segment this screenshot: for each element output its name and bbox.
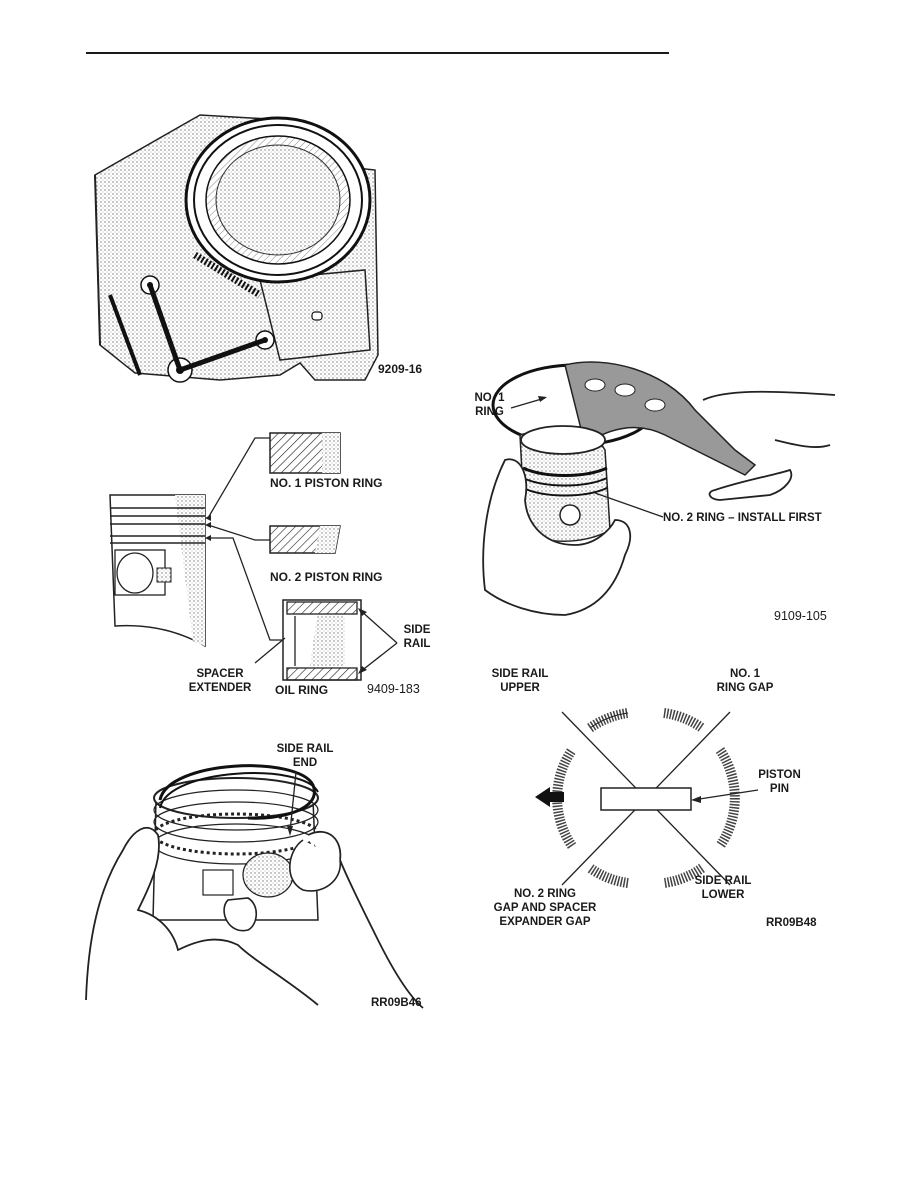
no1-piston-ring-label: NO. 1 PISTON RING: [270, 476, 383, 490]
side-rail-lower-label-line1: SIDE RAIL: [694, 875, 752, 887]
side-rail-end-label-line1: SIDE RAIL: [276, 743, 334, 755]
no2-gap-label-line3: EXPANDER GAP: [499, 916, 591, 928]
piston-ring-profiles-illustration: [109, 432, 398, 681]
figure-side-rail-install: SIDE RAIL END RR09B46: [78, 740, 438, 1010]
side-rail-upper-label-line1: SIDE RAIL: [491, 668, 549, 680]
side-rail-label-line2: RAIL: [403, 638, 431, 650]
side-rail-label-line1: SIDE: [403, 624, 431, 636]
figure-gap-positions: SIDE RAIL UPPER NO. 1 RING GAP PISTON PI…: [480, 660, 820, 935]
figure-ring-compressor: 9209-16: [80, 105, 430, 385]
side-rail-upper-label-line2: UPPER: [500, 682, 540, 694]
figure-code: 9409-183: [367, 682, 420, 696]
ring-compressor-illustration: [94, 114, 379, 383]
no1-ring-label-line1: NO. 1: [474, 392, 505, 404]
no2-piston-ring-label: NO. 2 PISTON RING: [270, 570, 383, 584]
figure-ring-profiles: NO. 1 PISTON RING NO. 2 PISTON RING SIDE…: [105, 428, 445, 703]
ring-gap-positions-diagram: [535, 708, 759, 888]
no1-ring-gap-label-line2: RING GAP: [716, 682, 774, 694]
figure-code: 9209-16: [378, 362, 423, 376]
spacer-extender-label-line1: SPACER: [196, 668, 244, 680]
side-rail-lower-label-line2: LOWER: [701, 889, 745, 901]
no2-ring-install-first-label: NO. 2 RING – INSTALL FIRST: [663, 512, 822, 524]
side-rail-end-label-line2: END: [292, 757, 318, 769]
ring-expander-illustration: [482, 361, 836, 616]
oil-ring-label: OIL RING: [275, 683, 329, 697]
no2-gap-label-line2: GAP AND SPACER: [493, 902, 597, 914]
no2-gap-label-line1: NO. 2 RING: [514, 888, 576, 900]
side-rail-install-illustration: [85, 764, 424, 1009]
piston-pin-label-line2: PIN: [769, 783, 790, 795]
figure-code: RR09B46: [371, 997, 422, 1009]
figure-code: 9109-105: [774, 609, 827, 623]
header-rule: [86, 52, 669, 54]
piston-pin-label-line1: PISTON: [758, 769, 801, 781]
figure-ring-expander: NO. 1 RING NO. 2 RING – INSTALL FIRST 91…: [465, 350, 845, 630]
figure-code: RR09B48: [766, 917, 817, 929]
spacer-extender-label-line2: EXTENDER: [188, 682, 252, 694]
no1-ring-gap-label-line1: NO. 1: [729, 668, 761, 680]
no1-ring-label-line2: RING: [475, 406, 504, 418]
